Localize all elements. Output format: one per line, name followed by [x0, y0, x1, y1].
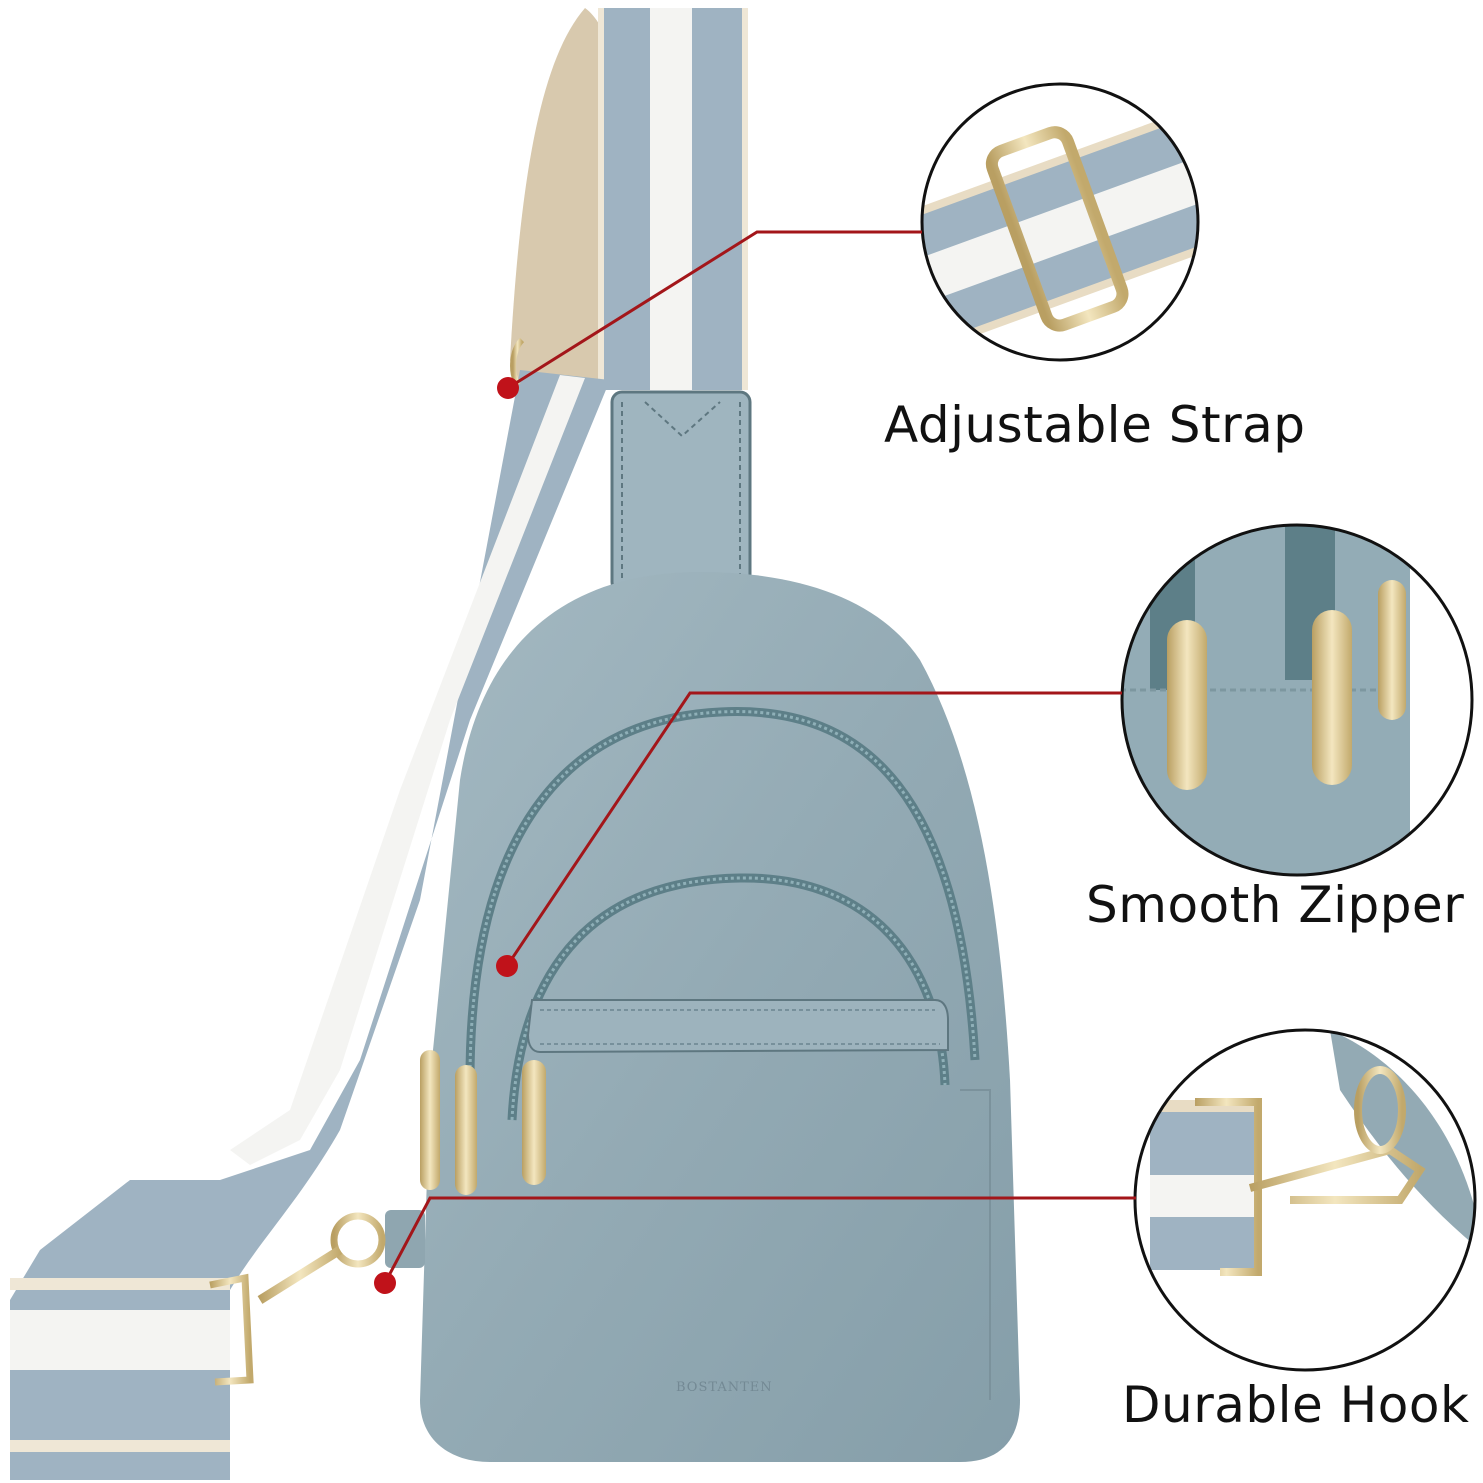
brand-emboss: BOSTANTEN: [676, 1380, 773, 1395]
zipper-pull-3: [522, 1060, 546, 1185]
strap-buckle-inset: [920, 82, 1200, 362]
callout-dot-strap: [497, 377, 519, 399]
zipper-pulls-inset: [1120, 523, 1474, 877]
shoulder-strap: [10, 8, 748, 1480]
callout-dot-hook: [374, 1272, 396, 1294]
feature-label-durable-hook: Durable Hook: [1122, 1376, 1470, 1434]
callout-smooth-zipper: [496, 691, 1122, 977]
zipper-pull-2: [455, 1065, 477, 1195]
bag-body: [209, 572, 1020, 1462]
swivel-hook-inset: [1133, 1028, 1477, 1372]
zipper-pull-1: [420, 1050, 440, 1190]
callout-durable-hook: [374, 1196, 1136, 1294]
feature-label-smooth-zipper: Smooth Zipper: [1086, 876, 1465, 934]
callout-adjustable-strap: [497, 230, 922, 399]
feature-label-adjustable-strap: Adjustable Strap: [884, 396, 1306, 454]
callout-dot-zipper: [496, 955, 518, 977]
bag-top-tab: [610, 390, 752, 594]
